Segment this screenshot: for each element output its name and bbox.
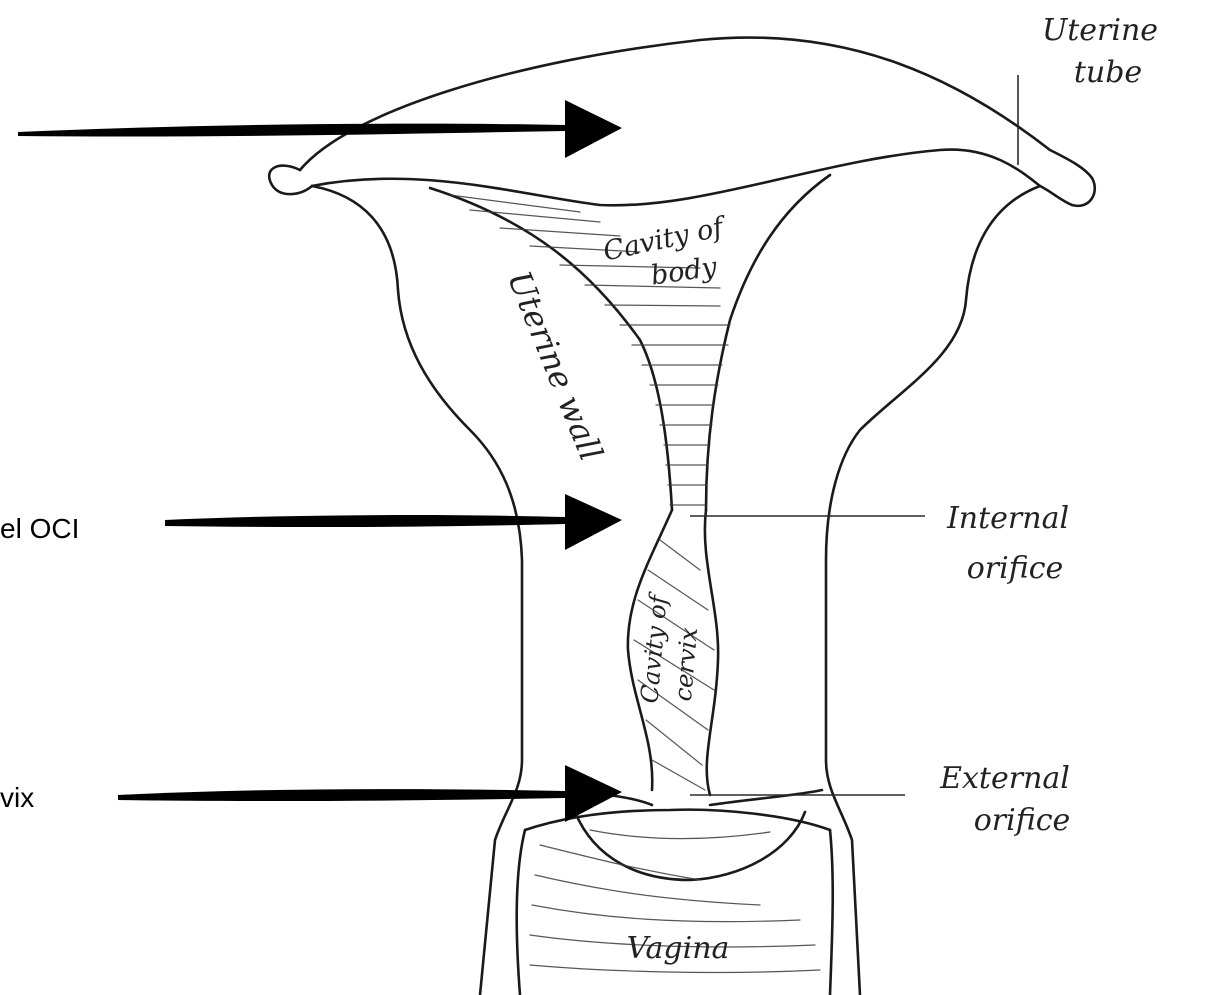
top-arrowhead: [565, 100, 622, 158]
left-outer-wall: [312, 186, 522, 995]
middle-arrow-label: el OCI: [0, 513, 79, 544]
uterine-tube-label-line1: Uterine: [1042, 13, 1158, 48]
uterine-wall-label: Uterine wall: [500, 266, 611, 467]
vagina-right-wall: [830, 830, 833, 995]
bottom-arrow: [118, 765, 622, 822]
middle-arrow: [165, 494, 622, 550]
vagina-label: Vagina: [627, 931, 730, 966]
fundus-outline: [300, 38, 1092, 178]
cavity-cervix-label-line1: Cavity of: [635, 590, 673, 704]
uterine-tube-label-line2: tube: [1074, 55, 1142, 90]
internal-orifice-label-line2: orifice: [967, 551, 1064, 586]
cervix-canal-right-edge: [705, 510, 718, 795]
middle-arrowhead: [565, 494, 622, 550]
right-outer-wall: [826, 186, 1040, 995]
bottom-arrow-label: vix: [0, 782, 34, 813]
cavity-body-label-line2: body: [649, 252, 719, 292]
fundus-inner-edge: [312, 150, 1040, 206]
portio-arc: [575, 812, 805, 880]
cavity-body-right-edge: [706, 175, 830, 510]
right-tube-horn: [1040, 178, 1095, 206]
external-orifice-label-line2: orifice: [974, 803, 1071, 838]
left-tube-horn: [269, 166, 312, 195]
cavity-cervix-label-line2: cervix: [669, 626, 703, 703]
internal-orifice-label-line1: Internal: [946, 501, 1069, 536]
top-arrow: [18, 100, 622, 158]
vagina-left-wall: [517, 830, 525, 995]
external-orifice-label-line1: External: [939, 761, 1070, 796]
